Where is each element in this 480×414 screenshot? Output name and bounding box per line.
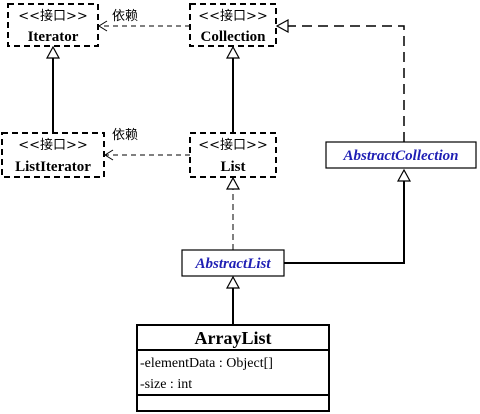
- list-name: List: [220, 159, 245, 175]
- dependency-label-bottom: 依赖: [112, 128, 138, 143]
- list-iterator-name: ListIterator: [15, 159, 91, 175]
- abstract-list-class[interactable]: AbstractList: [181, 249, 285, 277]
- array-list-attribute: -size : int: [140, 377, 192, 392]
- list-interface[interactable]: <<接口>> List: [189, 132, 277, 178]
- generalization-listiterator-iterator: [45, 45, 61, 133]
- dependency-label-top: 依赖: [112, 9, 138, 24]
- list-iterator-stereotype: <<接口>>: [18, 137, 88, 153]
- generalization-arraylist-abstractlist: [225, 275, 241, 325]
- dependency-collection-iterator: 依赖: [98, 9, 190, 32]
- generalization-list-collection: [225, 45, 241, 133]
- abstract-list-name: AbstractList: [194, 256, 271, 272]
- array-list-name: ArrayList: [195, 328, 272, 348]
- abstract-collection-class[interactable]: AbstractCollection: [325, 141, 477, 169]
- realization-abstractlist-list: [225, 176, 241, 250]
- iterator-stereotype: <<接口>>: [18, 8, 88, 24]
- collection-stereotype: <<接口>>: [198, 8, 268, 24]
- abstract-collection-name: AbstractCollection: [342, 148, 458, 164]
- iterator-interface[interactable]: <<接口>> Iterator: [7, 3, 99, 47]
- realization-abstractcollection-collection: [275, 18, 405, 142]
- collection-interface[interactable]: <<接口>> Collection: [189, 3, 277, 47]
- array-list-attribute: -elementData : Object[]: [140, 356, 273, 371]
- dependency-list-listiterator: 依赖: [104, 128, 190, 161]
- collection-name: Collection: [201, 29, 267, 45]
- list-iterator-interface[interactable]: <<接口>> ListIterator: [1, 132, 105, 178]
- iterator-name: Iterator: [28, 29, 79, 45]
- generalization-abstractlist-abstractcollection: [284, 168, 412, 264]
- list-stereotype: <<接口>>: [198, 137, 268, 153]
- array-list-class[interactable]: ArrayList -elementData : Object[] -size …: [136, 324, 330, 412]
